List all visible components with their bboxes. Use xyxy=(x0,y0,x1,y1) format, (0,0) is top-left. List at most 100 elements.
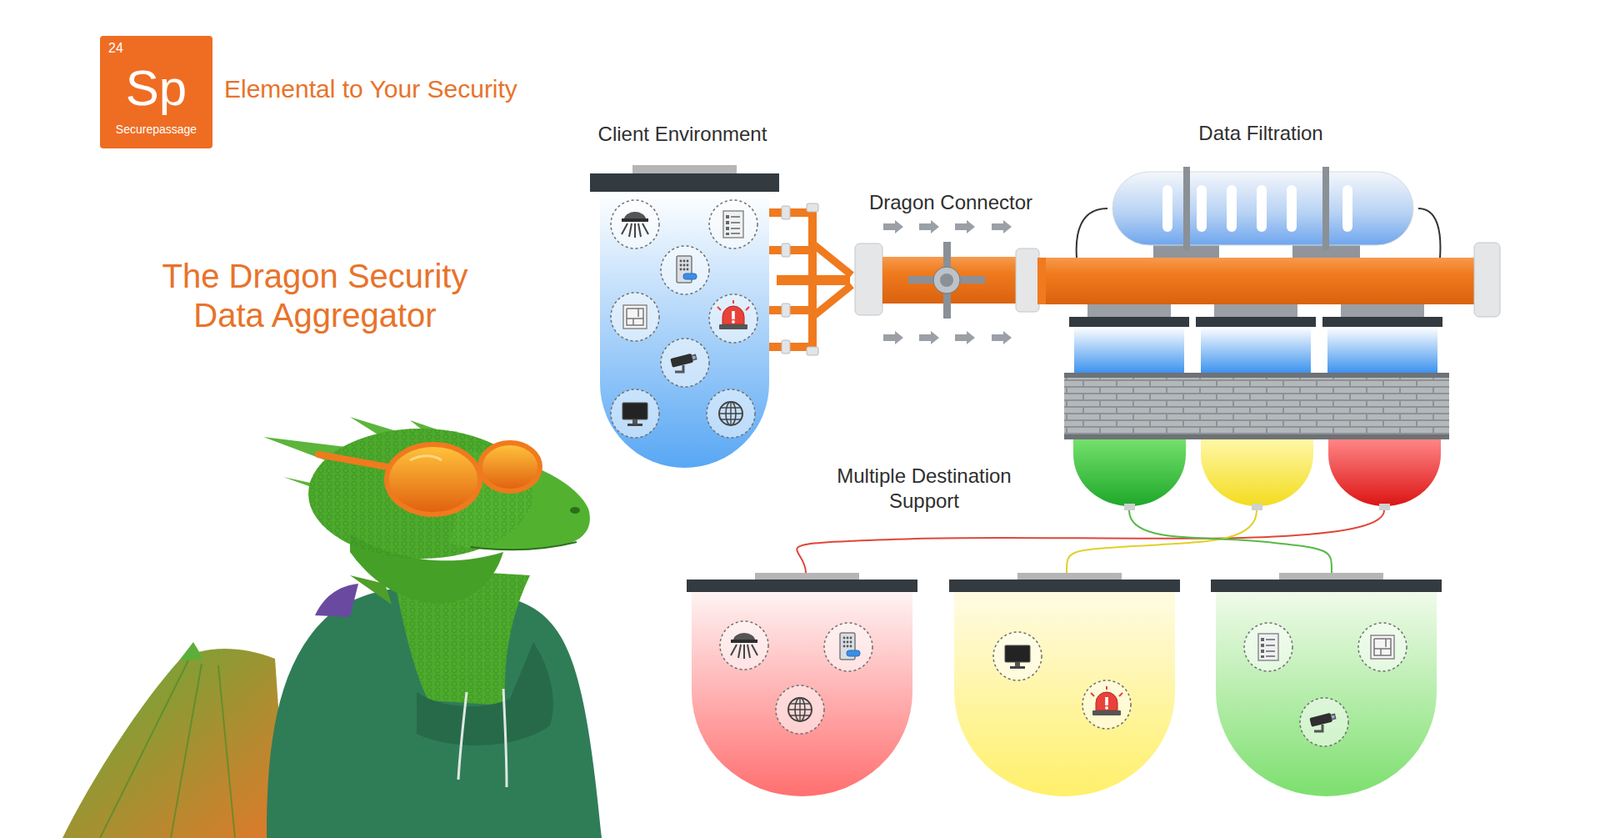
fork-pipes xyxy=(806,346,819,355)
fork-pipes xyxy=(781,243,790,257)
destination-tanks xyxy=(1279,572,1384,580)
flow-arrows xyxy=(883,220,1012,345)
destination-tanks xyxy=(949,579,1180,592)
device-icons xyxy=(660,245,710,295)
element-symbol: Sp xyxy=(125,59,187,117)
destination-icons xyxy=(1300,697,1349,746)
connector-pipe: Dragon Connector xyxy=(850,187,1038,350)
flow-arrows xyxy=(883,220,904,234)
destination-icons xyxy=(1082,680,1131,729)
client-tank xyxy=(600,191,770,468)
flow-arrows xyxy=(991,330,1012,345)
filter-unit-art xyxy=(1064,372,1450,440)
filter-unit-art xyxy=(1039,257,1475,305)
filter-unit-art xyxy=(1256,185,1267,232)
dragon-mascot xyxy=(470,541,577,550)
filter-unit-art xyxy=(1214,304,1298,317)
client-tank xyxy=(632,165,737,174)
destination-tanks xyxy=(954,591,1175,796)
dragon-mascot xyxy=(315,583,359,617)
destination-icons xyxy=(1244,622,1293,671)
filter-unit-art xyxy=(1474,242,1500,317)
connector-pipe-art xyxy=(855,243,883,315)
filter-unit-art xyxy=(1183,166,1190,250)
filter-unit-art xyxy=(1226,185,1237,232)
device-icons xyxy=(610,389,660,438)
flow-arrows xyxy=(955,220,975,234)
dragon-mascot xyxy=(458,688,507,787)
filter-unit-art xyxy=(1340,304,1425,317)
filter-unit-art xyxy=(1124,503,1135,510)
filter-unit-art xyxy=(1342,185,1353,232)
fork-pipes xyxy=(781,205,790,220)
filter-unit-art xyxy=(1074,326,1185,373)
dragon-mascot xyxy=(410,455,442,460)
filter-unit-art xyxy=(1200,326,1311,373)
element-number: 24 xyxy=(108,40,124,56)
flow-arrows xyxy=(883,330,904,345)
filter-unit-art xyxy=(1322,166,1330,250)
dragon-mascot xyxy=(100,660,235,838)
flow-arrows xyxy=(919,220,940,234)
connector-pipe-art xyxy=(940,273,954,287)
dragon-mascot xyxy=(416,641,554,745)
filter-unit-art xyxy=(1328,439,1441,506)
fork-pipes xyxy=(781,303,790,317)
dragon-mascot xyxy=(318,454,397,469)
connector-pipe-art xyxy=(855,241,1040,319)
dragon-mascot xyxy=(480,442,540,491)
fork-pipes xyxy=(806,203,819,212)
dragon-mascot xyxy=(62,416,602,838)
destination-tanks xyxy=(755,572,860,580)
device-icons xyxy=(610,200,758,438)
pipe-connector xyxy=(1037,257,1046,305)
logo-tile: 24SpSecurepassage xyxy=(100,35,213,149)
fork-pipes xyxy=(769,203,852,355)
dragon-mascot xyxy=(62,648,288,838)
device-icons xyxy=(706,389,755,438)
filter-unit-art xyxy=(1196,185,1207,232)
destination-tanks xyxy=(691,591,913,796)
filter-unit-art xyxy=(1195,316,1316,327)
client-tank xyxy=(590,173,780,192)
routing-wires xyxy=(1129,510,1332,573)
filter-unit-art xyxy=(1200,439,1314,506)
routing-wires xyxy=(796,510,1385,573)
destination-icons xyxy=(993,631,1042,680)
section-heading: Dragon Connector xyxy=(869,190,1033,215)
destination-icons xyxy=(775,685,825,734)
flow-arrows xyxy=(919,330,940,345)
device-icons xyxy=(610,200,660,249)
filter-unit-art xyxy=(1076,208,1108,258)
filter-unit-art xyxy=(1087,304,1171,317)
connector-pipe-art xyxy=(933,266,960,294)
destination-icons xyxy=(1358,622,1407,671)
device-icons xyxy=(709,200,758,249)
filter-unit-art xyxy=(1327,326,1438,373)
filter-unit-art xyxy=(1069,316,1190,327)
section-heading: Client Environment xyxy=(598,122,768,146)
routing-wires xyxy=(1066,510,1257,573)
dragon-mascot xyxy=(570,506,580,514)
section-heading: Data Filtration xyxy=(1198,121,1323,145)
section-label: Multiple Destination Support xyxy=(818,463,1030,514)
pipe-connector xyxy=(776,275,850,285)
filter-unit-art xyxy=(1322,316,1443,327)
filter-unit-art xyxy=(1251,503,1263,510)
fork-pipes xyxy=(781,340,790,354)
destination-tanks xyxy=(1210,579,1442,592)
routing-wires xyxy=(796,510,1385,573)
device-icons xyxy=(709,294,758,343)
dragon-mascot xyxy=(179,641,204,660)
filter-unit-art xyxy=(1073,439,1186,506)
client-container: Client Environment xyxy=(583,120,777,471)
destination-tanks xyxy=(686,572,1442,796)
filtration-unit: Data Filtration xyxy=(1045,116,1509,517)
destination-icons xyxy=(720,620,769,670)
client-tank xyxy=(590,165,780,468)
dragon-mascot xyxy=(386,444,480,515)
filter-unit-art xyxy=(1064,372,1450,378)
connector-pipe-art xyxy=(1015,248,1040,312)
